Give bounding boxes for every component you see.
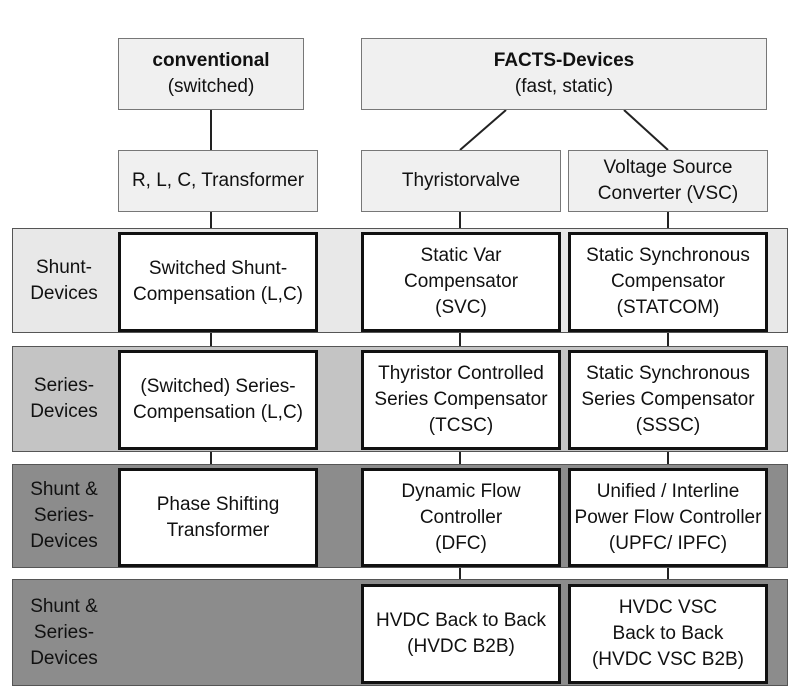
tech-thyristor-box: Thyristorvalve: [361, 150, 561, 212]
facts-header: FACTS-Devices (fast, static): [361, 38, 767, 110]
facts-title: FACTS-Devices: [493, 50, 635, 71]
tech-rlc-box: R, L, C, Transformer: [118, 150, 318, 212]
connector-line: [459, 109, 507, 151]
conventional-title: conventional: [152, 50, 270, 71]
conventional-subtitle: (switched): [167, 76, 255, 97]
cell-svc: Static Var Compensator (SVC): [361, 232, 561, 332]
row-label-shunt-series: Shunt & Series- Devices: [30, 479, 98, 552]
row-label-series: Series- Devices: [30, 375, 98, 422]
cell-tcsc: Thyristor Controlled Series Compensator …: [361, 350, 561, 450]
cell-upfc: Unified / Interline Power Flow Controlle…: [568, 468, 768, 567]
cell-hvdc-vsc-b2b: HVDC VSC Back to Back (HVDC VSC B2B): [568, 584, 768, 684]
row-label-hvdc: Shunt & Series- Devices: [30, 595, 98, 669]
cell-hvdc-b2b: HVDC Back to Back (HVDC B2B): [361, 584, 561, 684]
connector-line: [623, 109, 669, 151]
row-label-shunt: Shunt- Devices: [30, 256, 98, 304]
cell-phase-shifting: Phase Shifting Transformer: [118, 468, 318, 567]
facts-subtitle: (fast, static): [514, 76, 614, 97]
tech-vsc-box: Voltage Source Converter (VSC): [568, 150, 768, 212]
cell-sssc: Static Synchronous Series Compensator (S…: [568, 350, 768, 450]
cell-switched-series: (Switched) Series- Compensation (L,C): [118, 350, 318, 450]
conventional-header: conventional (switched): [118, 38, 304, 110]
cell-dfc: Dynamic Flow Controller (DFC): [361, 468, 561, 567]
cell-statcom: Static Synchronous Compensator (STATCOM): [568, 232, 768, 332]
cell-switched-shunt: Switched Shunt- Compensation (L,C): [118, 232, 318, 332]
